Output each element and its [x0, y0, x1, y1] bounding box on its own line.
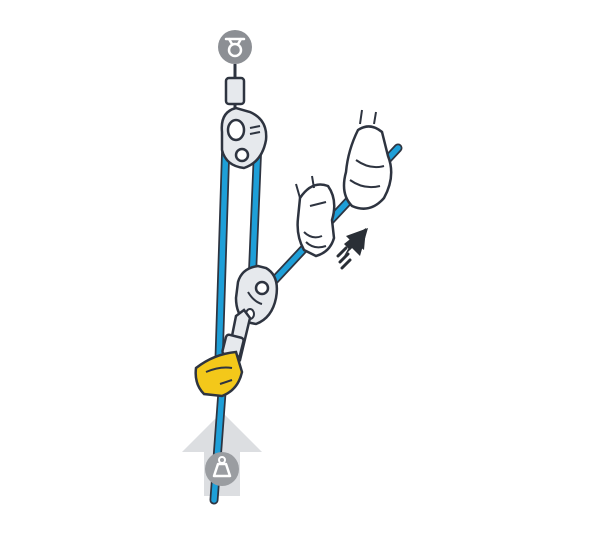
load-badge-icon — [205, 452, 239, 486]
pull-arrow-trail — [336, 246, 352, 270]
carabiner — [221, 308, 252, 362]
rope-clamp — [194, 350, 244, 398]
upper-hand — [342, 109, 393, 210]
lower-hand — [295, 175, 336, 258]
pull-direction-arrow-icon — [336, 228, 368, 270]
top-pulley — [220, 106, 268, 170]
pull-arrow-body — [344, 228, 366, 250]
moving-pulley — [234, 264, 279, 326]
anchor-connector — [224, 64, 246, 112]
anchor-badge-icon — [218, 30, 252, 64]
